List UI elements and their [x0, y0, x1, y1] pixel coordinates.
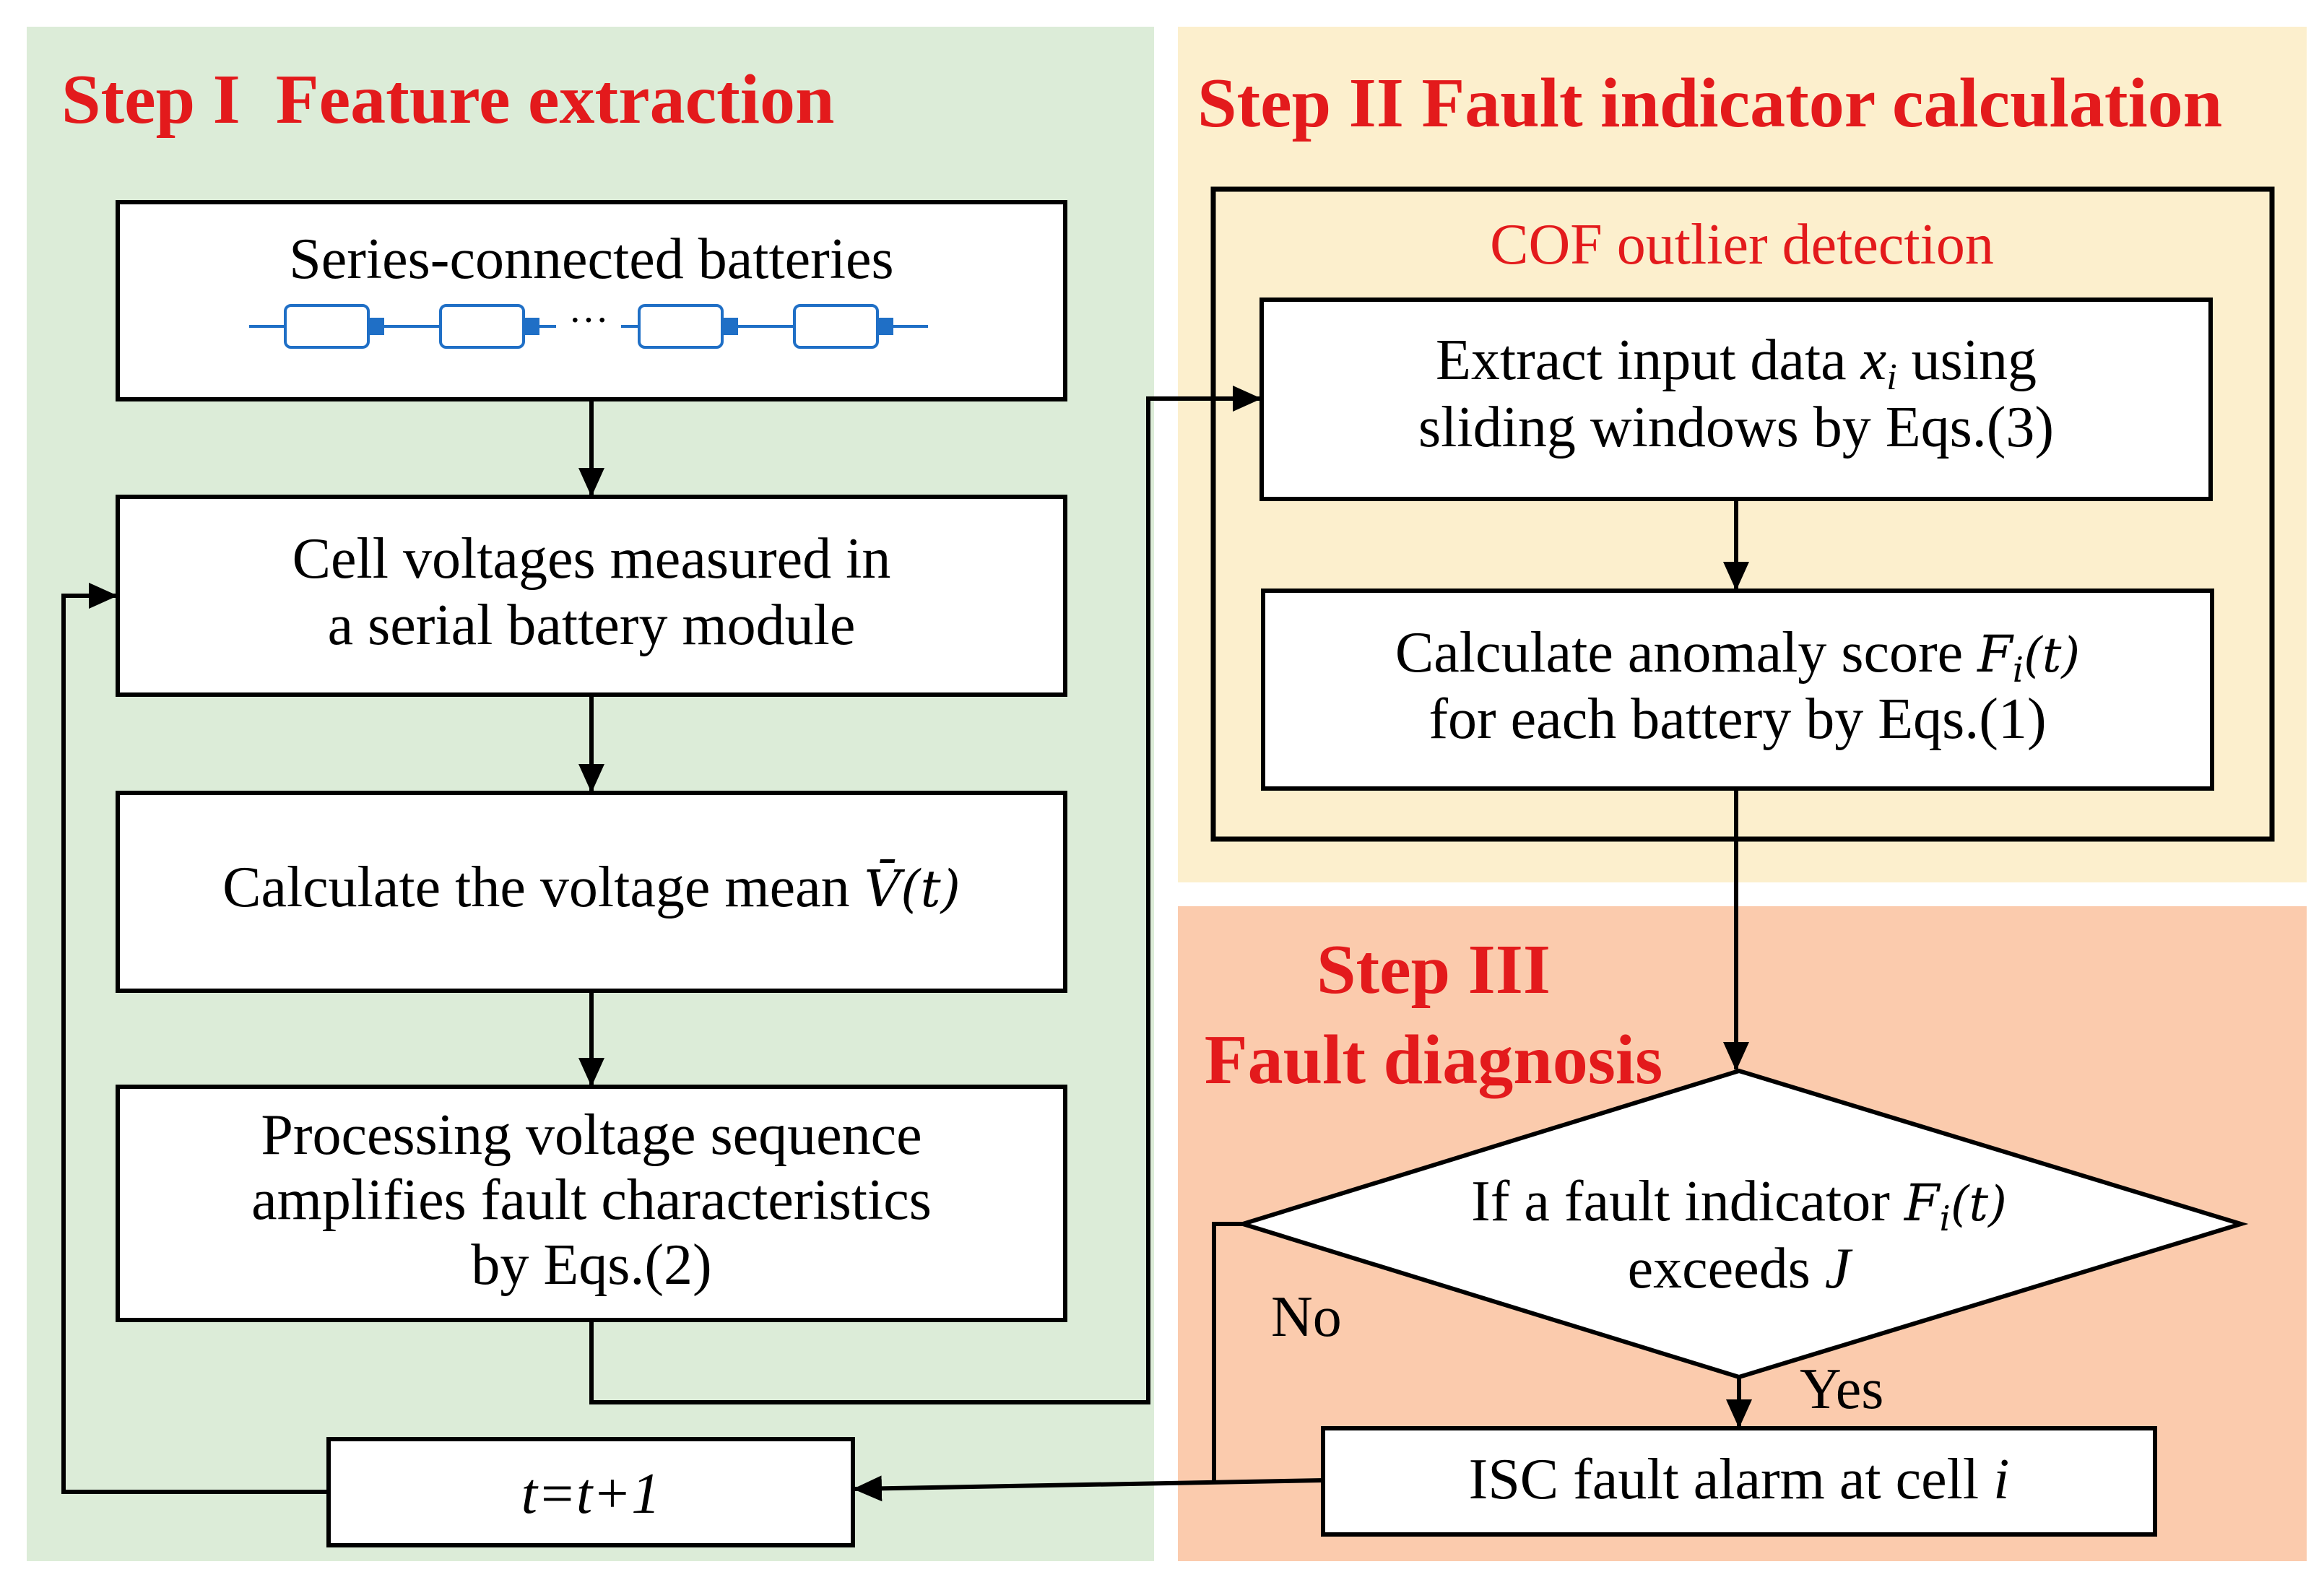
- decision-arg: (t): [1951, 1176, 2007, 1232]
- decision-threshold: J: [1825, 1237, 1853, 1300]
- increment-text: t=t+1: [521, 1462, 660, 1526]
- connectors: [61, 386, 1752, 1502]
- decision-var: F: [1903, 1173, 1941, 1233]
- anomaly-score-box: Calculate anomaly score Fi(t) for each b…: [1261, 589, 2214, 791]
- cell-voltages-line2: a serial battery module: [328, 594, 856, 657]
- processing-line2: amplifies fault characteristics: [251, 1168, 932, 1232]
- anomaly-score-sub: i: [2013, 650, 2024, 690]
- arrow-processing-to-extract: [589, 386, 1262, 1404]
- increment-box: t=t+1: [326, 1437, 855, 1547]
- cof-subtitle: COF outlier detection: [1490, 213, 1994, 277]
- no-label: No: [1271, 1285, 1342, 1349]
- battery-ellipsis: ···: [568, 298, 609, 343]
- step3-title-line2: Fault diagnosis: [1205, 1021, 1662, 1099]
- extract-input-line2: sliding windows by Eqs.(3): [1418, 396, 2054, 459]
- decision-sub: i: [1939, 1199, 1950, 1239]
- anomaly-score-pre: Calculate anomaly score: [1395, 621, 1977, 685]
- anomaly-score-line2: for each battery by Eqs.(1): [1428, 687, 2046, 751]
- cof-frame: [1210, 186, 2275, 842]
- line-no-branch: [1212, 1222, 1243, 1482]
- step1-title: Step I Feature extraction: [61, 61, 835, 139]
- decision-line2-pre: exceeds: [1628, 1237, 1825, 1300]
- extract-input-var: x: [1860, 329, 1887, 392]
- voltage-mean-box: Calculate the voltage mean V̄(t): [116, 791, 1067, 993]
- processing-box: Processing voltage sequence amplifies fa…: [116, 1085, 1067, 1322]
- extract-input-line1: Extract input data xi using: [1436, 329, 2037, 398]
- extract-input-sub: i: [1886, 357, 1896, 398]
- extract-input-box: Extract input data xi using sliding wind…: [1259, 298, 2213, 501]
- decision-pre: If a fault indicator: [1471, 1170, 1904, 1233]
- step2-title: Step II Fault indicator calculation: [1197, 64, 2222, 142]
- step3-title-line1: Step III: [1317, 931, 1551, 1009]
- decision-line1: If a fault indicator Fi(t): [1471, 1170, 2007, 1239]
- alarm-label: ISC fault alarm at cell: [1469, 1448, 1993, 1511]
- anomaly-score-line1: Calculate anomaly score Fi(t): [1395, 621, 2080, 690]
- series-batteries-label: Series-connected batteries: [289, 227, 893, 291]
- arrow-alarm-to-increment: [853, 1475, 1324, 1502]
- extract-input-post: using: [1897, 329, 2037, 392]
- decision-line2: exceeds J: [1628, 1237, 1853, 1300]
- arrow-increment-loop-back: [61, 583, 329, 1494]
- anomaly-score-arg: (t): [2024, 628, 2080, 683]
- yes-label: Yes: [1800, 1358, 1883, 1421]
- processing-line3: by Eqs.(2): [471, 1233, 711, 1297]
- processing-line1: Processing voltage sequence: [261, 1103, 922, 1167]
- cell-voltages-box: Cell voltages measured in a serial batte…: [116, 495, 1067, 697]
- voltage-mean-label: Calculate the voltage mean: [222, 856, 864, 919]
- battery-chain-icon: [249, 304, 928, 349]
- cell-voltages-line1: Cell voltages measured in: [292, 527, 891, 591]
- anomaly-score-var: F: [1976, 625, 2014, 684]
- voltage-mean-text: Calculate the voltage mean V̄(t): [222, 856, 961, 919]
- alarm-box: ISC fault alarm at cell i: [1321, 1426, 2157, 1537]
- alarm-var: i: [1993, 1448, 2009, 1511]
- alarm-text: ISC fault alarm at cell i: [1469, 1448, 2010, 1511]
- voltage-mean-symbol: V̄(t): [864, 859, 961, 919]
- extract-input-pre: Extract input data: [1436, 329, 1861, 392]
- series-batteries-box: Series-connected batteries ···: [116, 200, 1067, 401]
